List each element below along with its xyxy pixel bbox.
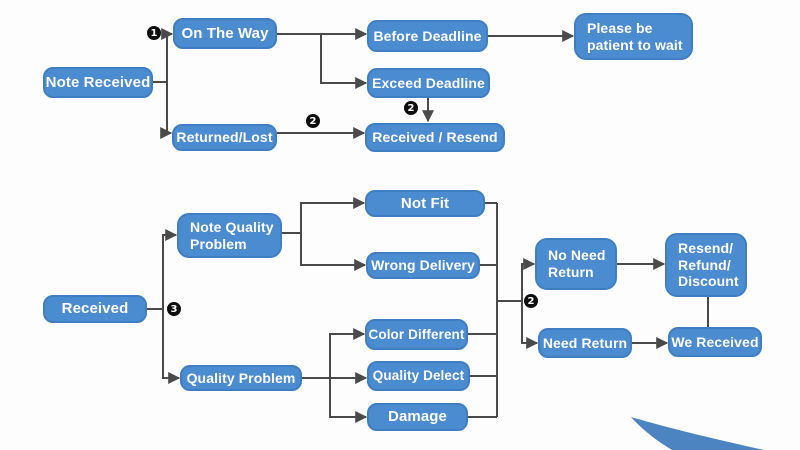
step-badge-2-branch: 2 <box>524 294 538 308</box>
node-returned-lost: Returned/Lost <box>172 124 277 151</box>
node-resend-refund-discount: Resend/ Refund/ Discount <box>665 233 747 297</box>
node-on-the-way: On The Way <box>173 18 277 49</box>
node-received-resend: Received / Resend <box>365 123 505 152</box>
connector-to-note-quality-problem <box>162 229 178 309</box>
connector-to-color-different <box>329 328 366 378</box>
node-note-quality-problem: Note Quality Problem <box>177 213 282 258</box>
connector-to-on-the-way <box>161 28 174 82</box>
swoosh-decoration <box>631 417 764 450</box>
step-badge-2-exceed: 2 <box>404 101 418 115</box>
node-quality-delect: Quality Delect <box>367 361 470 391</box>
connector-to-exceed-deadline <box>320 34 368 89</box>
node-note-received: Note Received <box>43 67 153 98</box>
connector-to-need-return <box>521 301 539 349</box>
connector-to-not-fit <box>300 197 366 233</box>
node-need-return: Need Return <box>538 328 632 358</box>
node-please-wait: Please be patient to wait <box>574 13 693 60</box>
connector-to-quality-problem <box>162 309 181 384</box>
connector-to-no-need-return <box>521 258 536 301</box>
node-quality-problem: Quality Problem <box>180 365 302 391</box>
connector-to-returned-lost <box>160 82 173 139</box>
node-not-fit: Not Fit <box>365 190 485 217</box>
node-exceed-deadline: Exceed Deadline <box>367 68 490 98</box>
node-color-different: Color Different <box>365 319 468 350</box>
node-no-need-return: No Need Return <box>535 238 617 290</box>
node-wrong-delivery: Wrong Delivery <box>366 252 480 279</box>
connector-trunks <box>147 81 709 418</box>
connector-to-wrong-delivery <box>300 233 367 271</box>
step-badge-3: 3 <box>167 302 181 316</box>
node-before-deadline: Before Deadline <box>367 20 488 52</box>
node-we-received: We Received <box>668 327 762 357</box>
step-badge-1: 1 <box>147 26 161 40</box>
step-badge-2-returned: 2 <box>306 114 320 128</box>
node-received: Received <box>43 295 147 323</box>
node-damage: Damage <box>367 403 468 431</box>
connector-to-damage <box>329 378 368 423</box>
